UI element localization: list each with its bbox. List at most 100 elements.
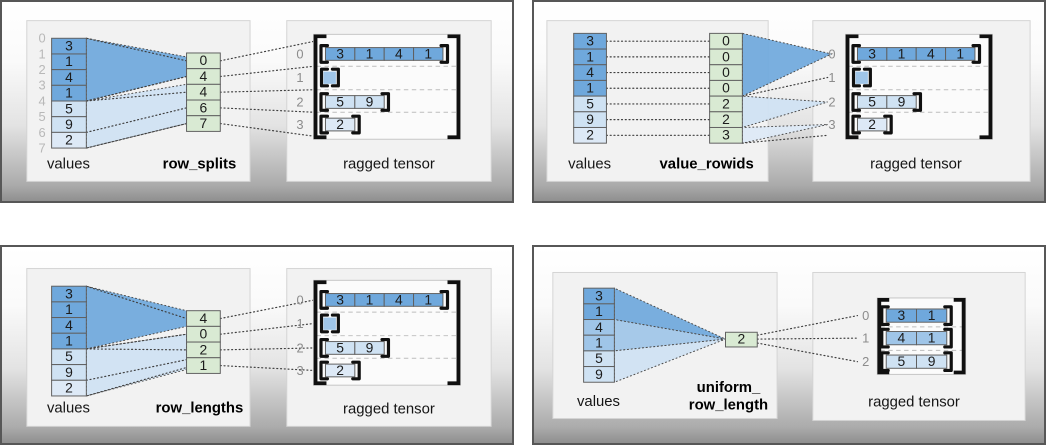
row-index: 0	[828, 46, 835, 61]
tensor-row-2: 5 9	[880, 351, 953, 373]
tensor-cell	[354, 95, 385, 109]
tensor-cell	[354, 341, 385, 355]
tensor-cell-text: 3	[897, 308, 905, 323]
row-brackets	[851, 67, 872, 88]
values-column: 3 1 4 1 5 9	[583, 287, 615, 383]
tensor-row-0: 3 1	[880, 305, 953, 326]
method-label-line2: row_length	[689, 398, 768, 414]
values-column: 3 1 4 1 5 9 2	[51, 37, 87, 149]
outer-brackets	[313, 280, 461, 386]
value-index: 6	[38, 125, 45, 140]
tensor-row-3: 2	[319, 360, 361, 381]
method-label-line1: uniform_	[697, 380, 761, 396]
value-text: 5	[595, 351, 603, 366]
tensor-cell-text: 5	[336, 94, 344, 109]
row-index: 2	[862, 354, 869, 369]
tensor-cell	[916, 308, 948, 323]
uniform-row-length-cell: 2	[725, 331, 758, 348]
tensor-cell-text: 4	[395, 292, 403, 307]
value-index: 3	[38, 78, 45, 93]
tensor-cell-text: 3	[336, 46, 344, 61]
value-index: 7	[38, 141, 45, 156]
tensor-cell-text: 2	[868, 117, 876, 132]
row-index: 0	[862, 308, 869, 323]
row-brackets	[880, 327, 953, 349]
tensor-cell	[856, 117, 888, 132]
panel-uniform-row-length: 3 1 4 1 5 9 2 0 1 2 3 1 4 1	[532, 245, 1046, 445]
partition-text: 2	[722, 96, 730, 111]
tensor-cell-text: 5	[336, 340, 344, 355]
tensor-cell-text: 1	[424, 292, 432, 307]
values-column: 3 1 4 1 5 9 2	[573, 32, 607, 144]
tensor-cell	[886, 95, 917, 109]
value-text: 3	[595, 288, 603, 303]
partition-text: 4	[200, 311, 208, 326]
tensor-cell-text: 2	[336, 363, 344, 378]
value-index: 4	[38, 93, 45, 108]
value-cell	[51, 131, 87, 149]
tensor-row-2: 5 9	[851, 92, 923, 112]
method-label: value_rowids	[660, 157, 754, 173]
tensor-row-1-empty	[851, 67, 872, 88]
partition-cell	[709, 126, 743, 144]
outer-brackets	[845, 34, 993, 140]
value-cell	[573, 126, 607, 144]
row-brackets	[851, 44, 982, 64]
partition-text: 0	[722, 81, 730, 96]
outer-brackets	[313, 34, 461, 140]
tensor-cell-text: 3	[868, 46, 876, 61]
empty-row-fill	[855, 71, 868, 84]
value-rowids-column: 0 0 0 0 2 2 3	[709, 32, 743, 144]
value-text: 1	[65, 302, 73, 317]
length-to-tensor-connectors	[756, 315, 859, 363]
partition-text: 4	[200, 85, 208, 100]
row-index: 2	[296, 340, 303, 355]
value-text: 9	[65, 365, 73, 380]
row-brackets	[880, 351, 953, 373]
row-brackets	[851, 92, 923, 112]
panel-value-rowids: 3 1 4 1 5 9 2 0 0 0 0 2 2 3 0 1 2 3	[532, 0, 1046, 203]
tensor-cell	[916, 331, 948, 346]
row-index: 0	[296, 292, 303, 307]
value-text: 2	[586, 128, 594, 143]
tensor-cell-text: 1	[928, 331, 936, 346]
partition-text: 2	[200, 342, 208, 357]
tensor-row-1-empty	[319, 67, 340, 88]
values-label: values	[47, 157, 90, 173]
tensor-label: ragged tensor	[343, 157, 435, 173]
tensor-cell-text: 5	[868, 94, 876, 109]
ragged-tensor: 0 1 2 3 3 1 4 1 5 9 2	[296, 279, 461, 386]
partition-text: 6	[200, 100, 208, 115]
tensor-row-2: 5 9	[319, 92, 391, 112]
tensor-cell-text: 9	[898, 94, 906, 109]
value-text: 1	[65, 86, 73, 101]
partition-text: 1	[200, 358, 208, 373]
splits-to-tensor-connectors	[219, 40, 316, 137]
empty-row-fill	[323, 317, 336, 330]
value-index: 2	[38, 62, 45, 77]
values-label: values	[47, 401, 90, 417]
row-index: 3	[296, 117, 303, 132]
tensor-cell-text: 2	[336, 117, 344, 132]
tensor-cell-text: 1	[366, 292, 374, 307]
funnel-dark	[741, 32, 834, 97]
tensor-cell	[413, 293, 444, 307]
values-label: values	[568, 157, 611, 173]
partition-cell	[186, 115, 221, 132]
ragged-tensor: 0 1 2 3 3 1 4 1 5 9 2	[828, 33, 993, 140]
value-text: 1	[65, 334, 73, 349]
row-brackets	[319, 338, 391, 358]
row-brackets	[319, 360, 361, 381]
row-brackets	[319, 92, 391, 112]
tensor-cell-text: 1	[928, 308, 936, 323]
row-brackets	[319, 114, 361, 135]
partition-cell	[186, 357, 221, 374]
value-cell	[583, 366, 615, 383]
row-brackets	[851, 114, 893, 135]
partition-cell	[725, 331, 758, 348]
value-text: 1	[595, 304, 603, 319]
tensor-row-3: 2	[319, 114, 361, 135]
outer-brackets	[877, 298, 966, 375]
tensor-cell-text: 3	[336, 292, 344, 307]
